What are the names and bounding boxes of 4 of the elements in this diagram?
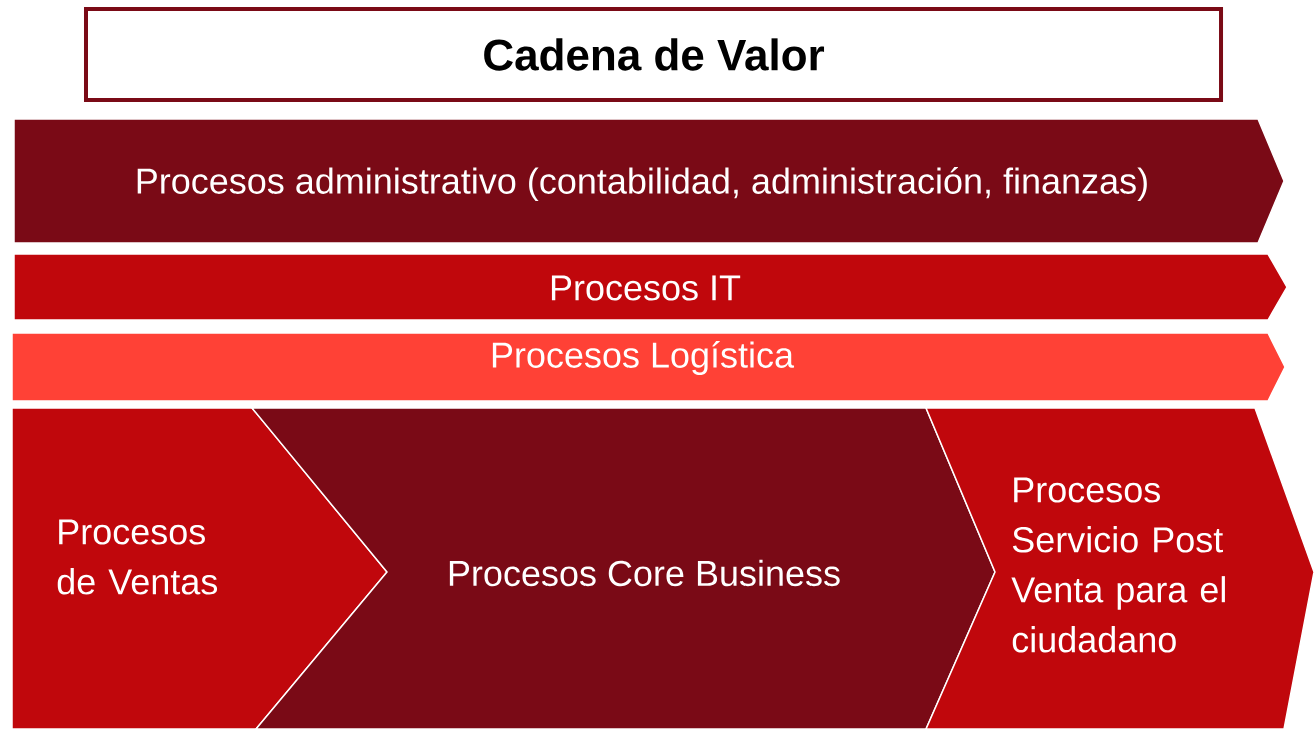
chevron-band: Procesos IT (13, 253, 1288, 321)
chevron-band: Procesos administrativo (contabilidad, administración, finanzas) (13, 118, 1285, 244)
chevron-band: Procesos Logística (11, 332, 1286, 402)
title-box: Cadena de Valor (84, 7, 1224, 102)
